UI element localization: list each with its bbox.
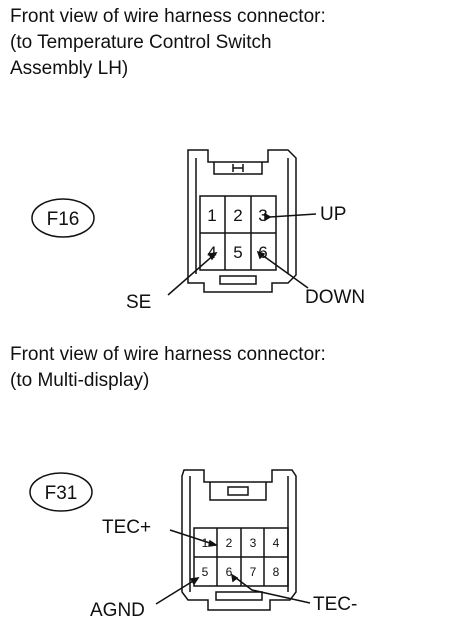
connector-latch [209, 482, 267, 501]
caption-line: (to Temperature Control Switch [10, 32, 272, 53]
pin-number: 2 [233, 206, 242, 225]
connector-id-label: F31 [45, 483, 78, 504]
connector-id-oval [31, 198, 95, 238]
pin-number: 1 [207, 206, 216, 225]
pin-number: 3 [258, 206, 267, 225]
h-mark-icon [232, 164, 244, 172]
connector-f31 [29, 469, 297, 611]
connector-f16-caption: Front view of wire harness connector: (t… [10, 4, 326, 82]
connector-id-label: F16 [47, 209, 80, 230]
connector-housing [181, 469, 297, 611]
pin-number: 6 [258, 243, 267, 262]
terminal-label-tec-minus: TEC- [313, 594, 357, 615]
connector-key [215, 591, 263, 601]
pin-numbers-f31: 1 2 3 4 5 6 7 8 [202, 536, 280, 579]
caption-line: Assembly LH) [10, 58, 129, 79]
pin-number: 6 [226, 565, 233, 579]
pin-number: 4 [207, 243, 216, 262]
pin-numbers-f16: 1 2 3 4 5 6 [207, 206, 267, 262]
connector-id-oval [29, 472, 93, 512]
terminal-label-se: SE [126, 292, 151, 313]
leader-lines-f31 [155, 529, 311, 605]
pin-number: 7 [250, 565, 257, 579]
pin-number: 3 [250, 536, 257, 550]
caption-line: (to Multi-display) [10, 370, 150, 391]
pin-number: 4 [273, 536, 280, 550]
caption-line: Front view of wire harness connector: [10, 6, 326, 27]
pin-grid [200, 196, 276, 270]
pin-number: 5 [202, 565, 209, 579]
pin-number: 2 [226, 536, 233, 550]
connector-f31-caption: Front view of wire harness connector: (t… [10, 342, 326, 394]
caption-line: Front view of wire harness connector: [10, 344, 326, 365]
terminal-label-down: DOWN [305, 287, 365, 308]
terminal-label-up: UP [320, 204, 346, 225]
pin-grid [194, 528, 288, 586]
connector-key [219, 275, 257, 285]
connector-f16 [31, 149, 297, 293]
terminal-label-tec-plus: TEC+ [102, 517, 151, 538]
pin-number: 1 [202, 536, 209, 550]
connector-housing [187, 149, 297, 293]
terminal-label-agnd: AGND [90, 600, 145, 621]
pin-number: 8 [273, 565, 280, 579]
connector-latch [213, 162, 263, 175]
leader-lines-f16 [167, 212, 317, 296]
pin-number: 5 [233, 243, 242, 262]
